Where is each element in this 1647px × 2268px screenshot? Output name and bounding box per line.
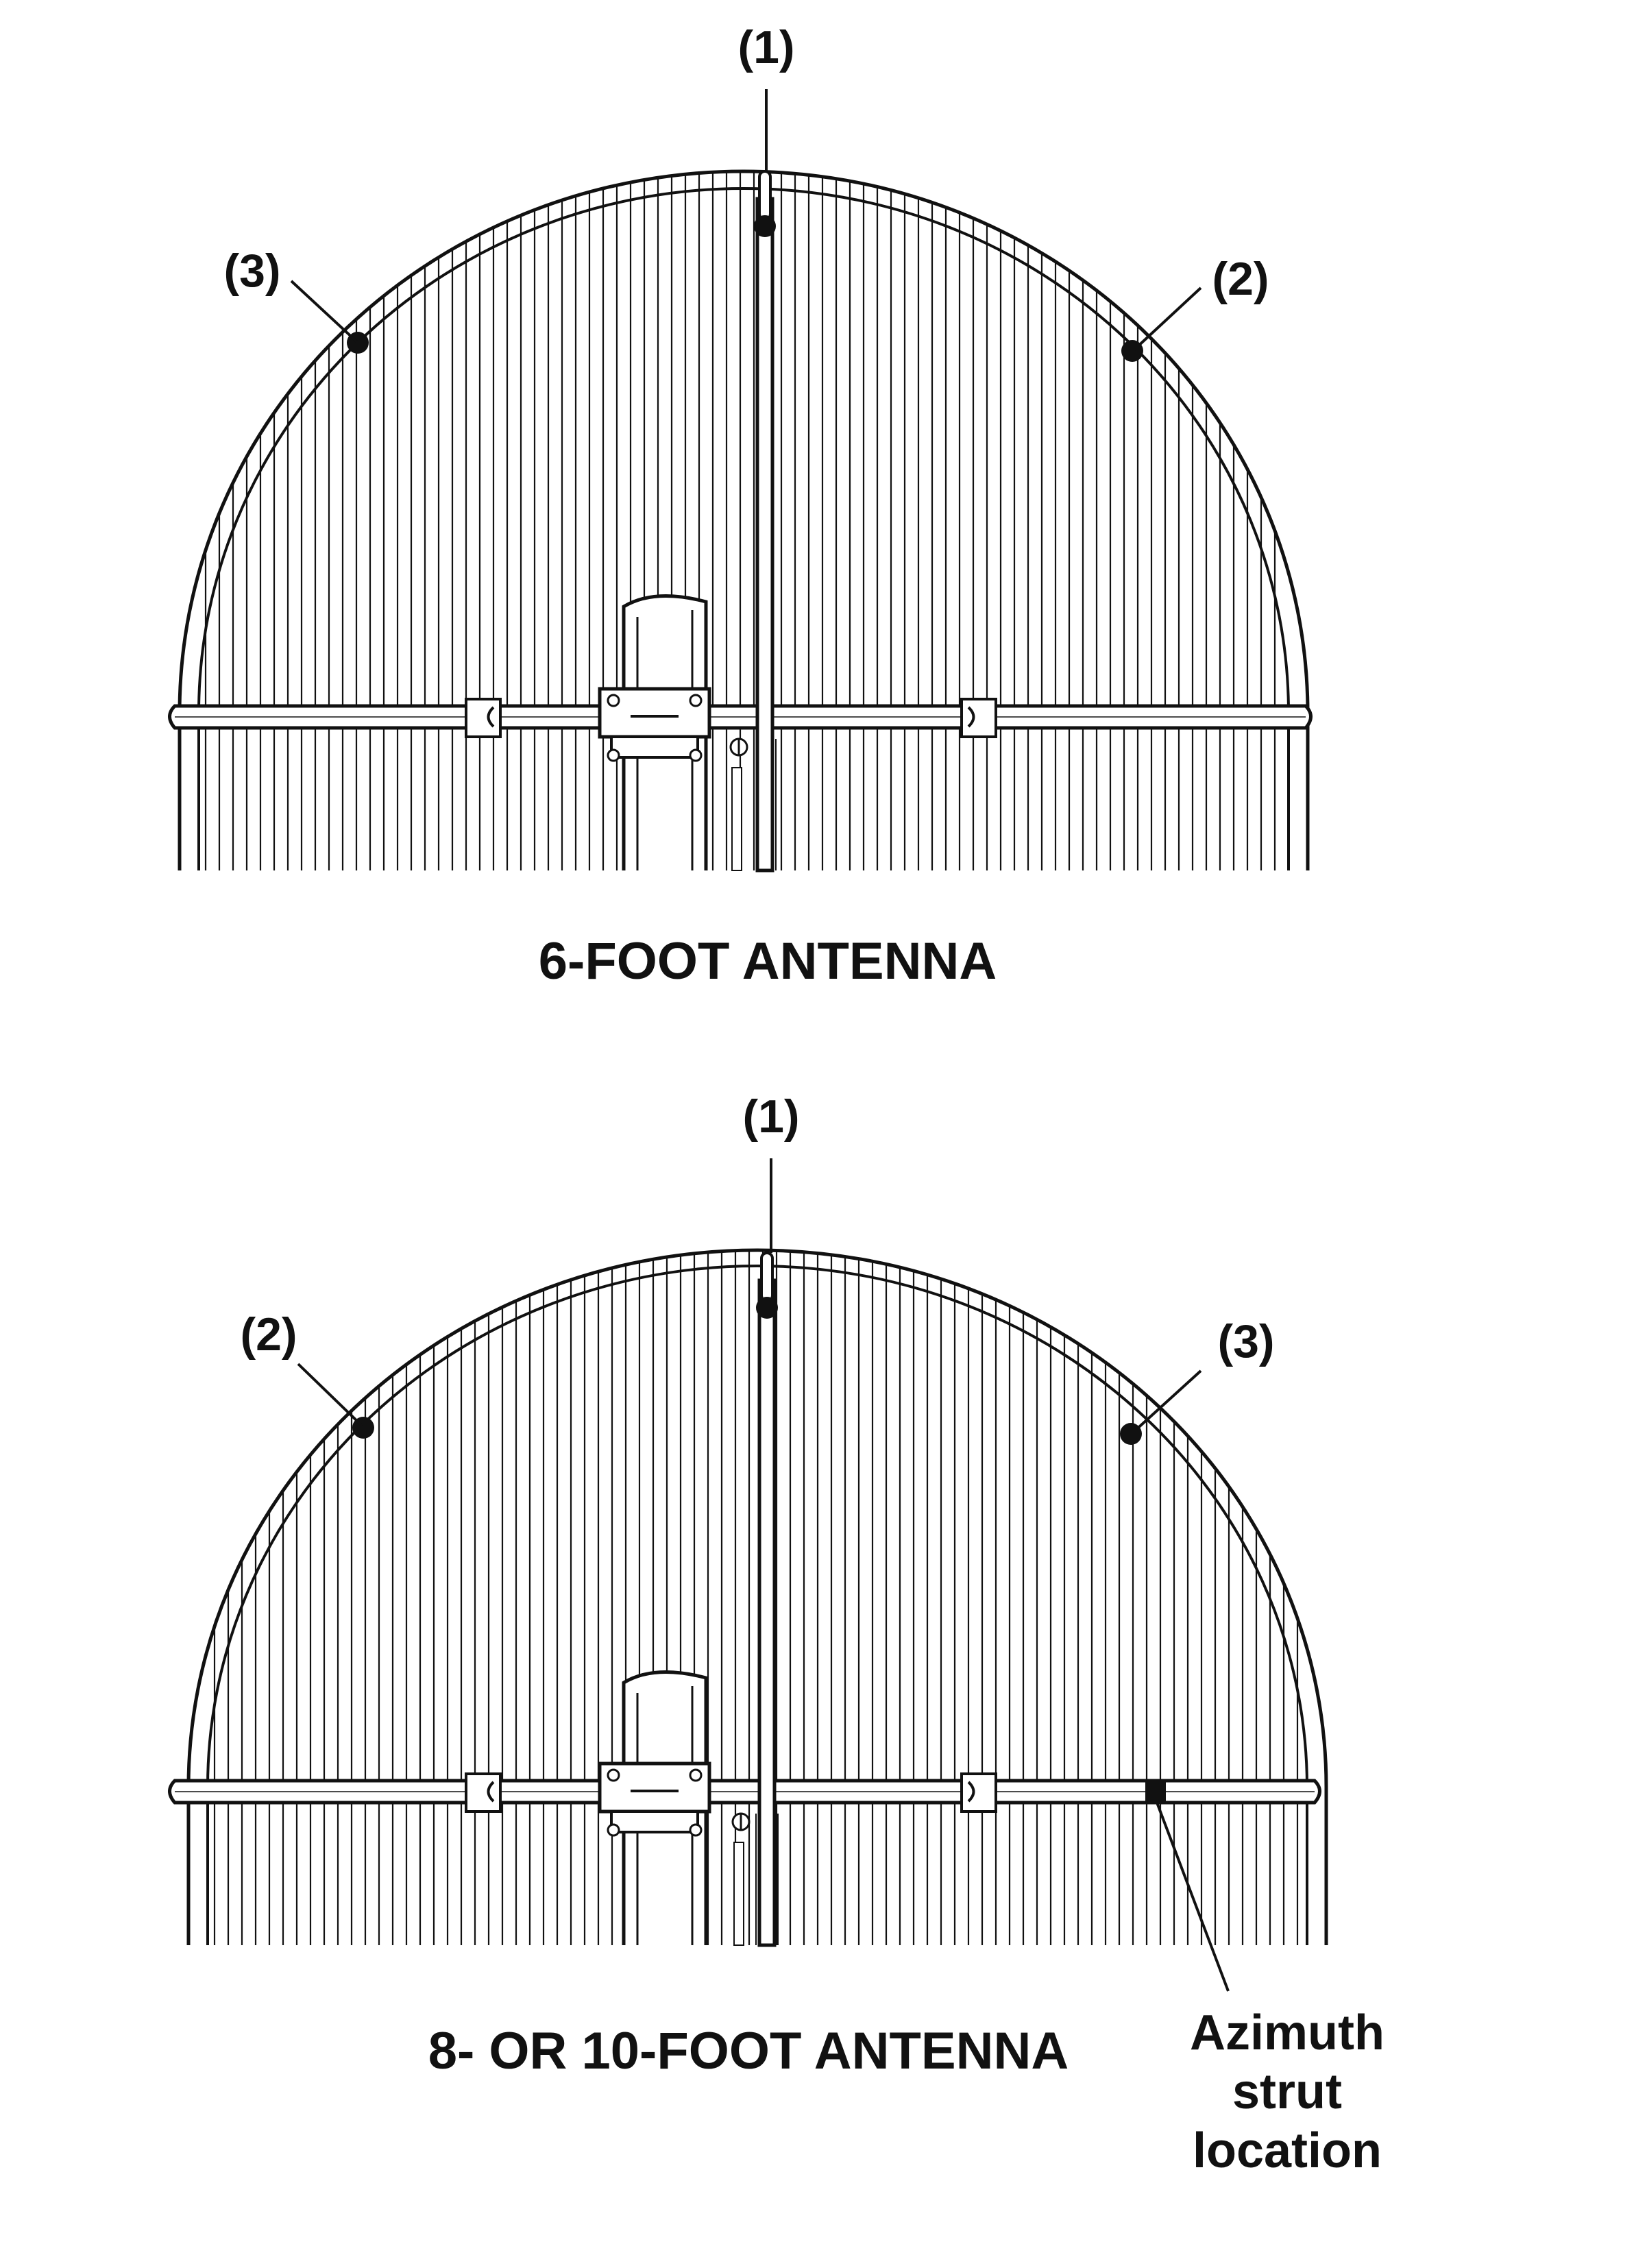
reflector-rim: [186, 1248, 1328, 1945]
mast-clamp: [598, 687, 711, 762]
callout-label-1: (1): [742, 1090, 799, 1143]
leader-lines: [290, 89, 1202, 351]
panel-8-or-10-foot-antenna: (1) (2) (3) 8- OR 10-FOOT ANTENNA Azimut…: [168, 1090, 1384, 2178]
rod-fitting: [729, 737, 748, 871]
feed-support-rod: [753, 170, 777, 873]
callout-label-1: (1): [737, 21, 794, 73]
callout-label-left: (3): [223, 245, 280, 297]
crossbar-clamps: [465, 698, 997, 738]
reflector-rim: [178, 169, 1310, 870]
note-line-3: location: [1193, 2123, 1382, 2178]
callout-label-left: (2): [240, 1308, 297, 1361]
azimuth-strut-marker: [1145, 1781, 1166, 1803]
crossbar: [168, 704, 1313, 730]
callout-label-right: (2): [1212, 253, 1269, 305]
panel-caption: 6-FOOT ANTENNA: [539, 932, 997, 990]
callout-label-right: (3): [1217, 1315, 1274, 1367]
rod-fitting: [731, 1812, 751, 1946]
feed-support-rod: [755, 1252, 779, 1947]
crossbar: [168, 1779, 1321, 1805]
azimuth-strut-note: Azimuth strut location: [1190, 2005, 1384, 2178]
leader-lines: [297, 1158, 1230, 1992]
panel-6-foot-antenna: (1) (3) (2) 6-FOOT ANTENNA: [168, 21, 1313, 990]
mast-clamp: [598, 1761, 711, 1837]
crossbar-clamps: [465, 1772, 997, 1813]
note-line-2: strut: [1232, 2064, 1342, 2119]
note-line-1: Azimuth: [1190, 2005, 1384, 2060]
panel-caption: 8- OR 10-FOOT ANTENNA: [428, 2022, 1069, 2080]
reflector-grid: [204, 171, 1276, 870]
